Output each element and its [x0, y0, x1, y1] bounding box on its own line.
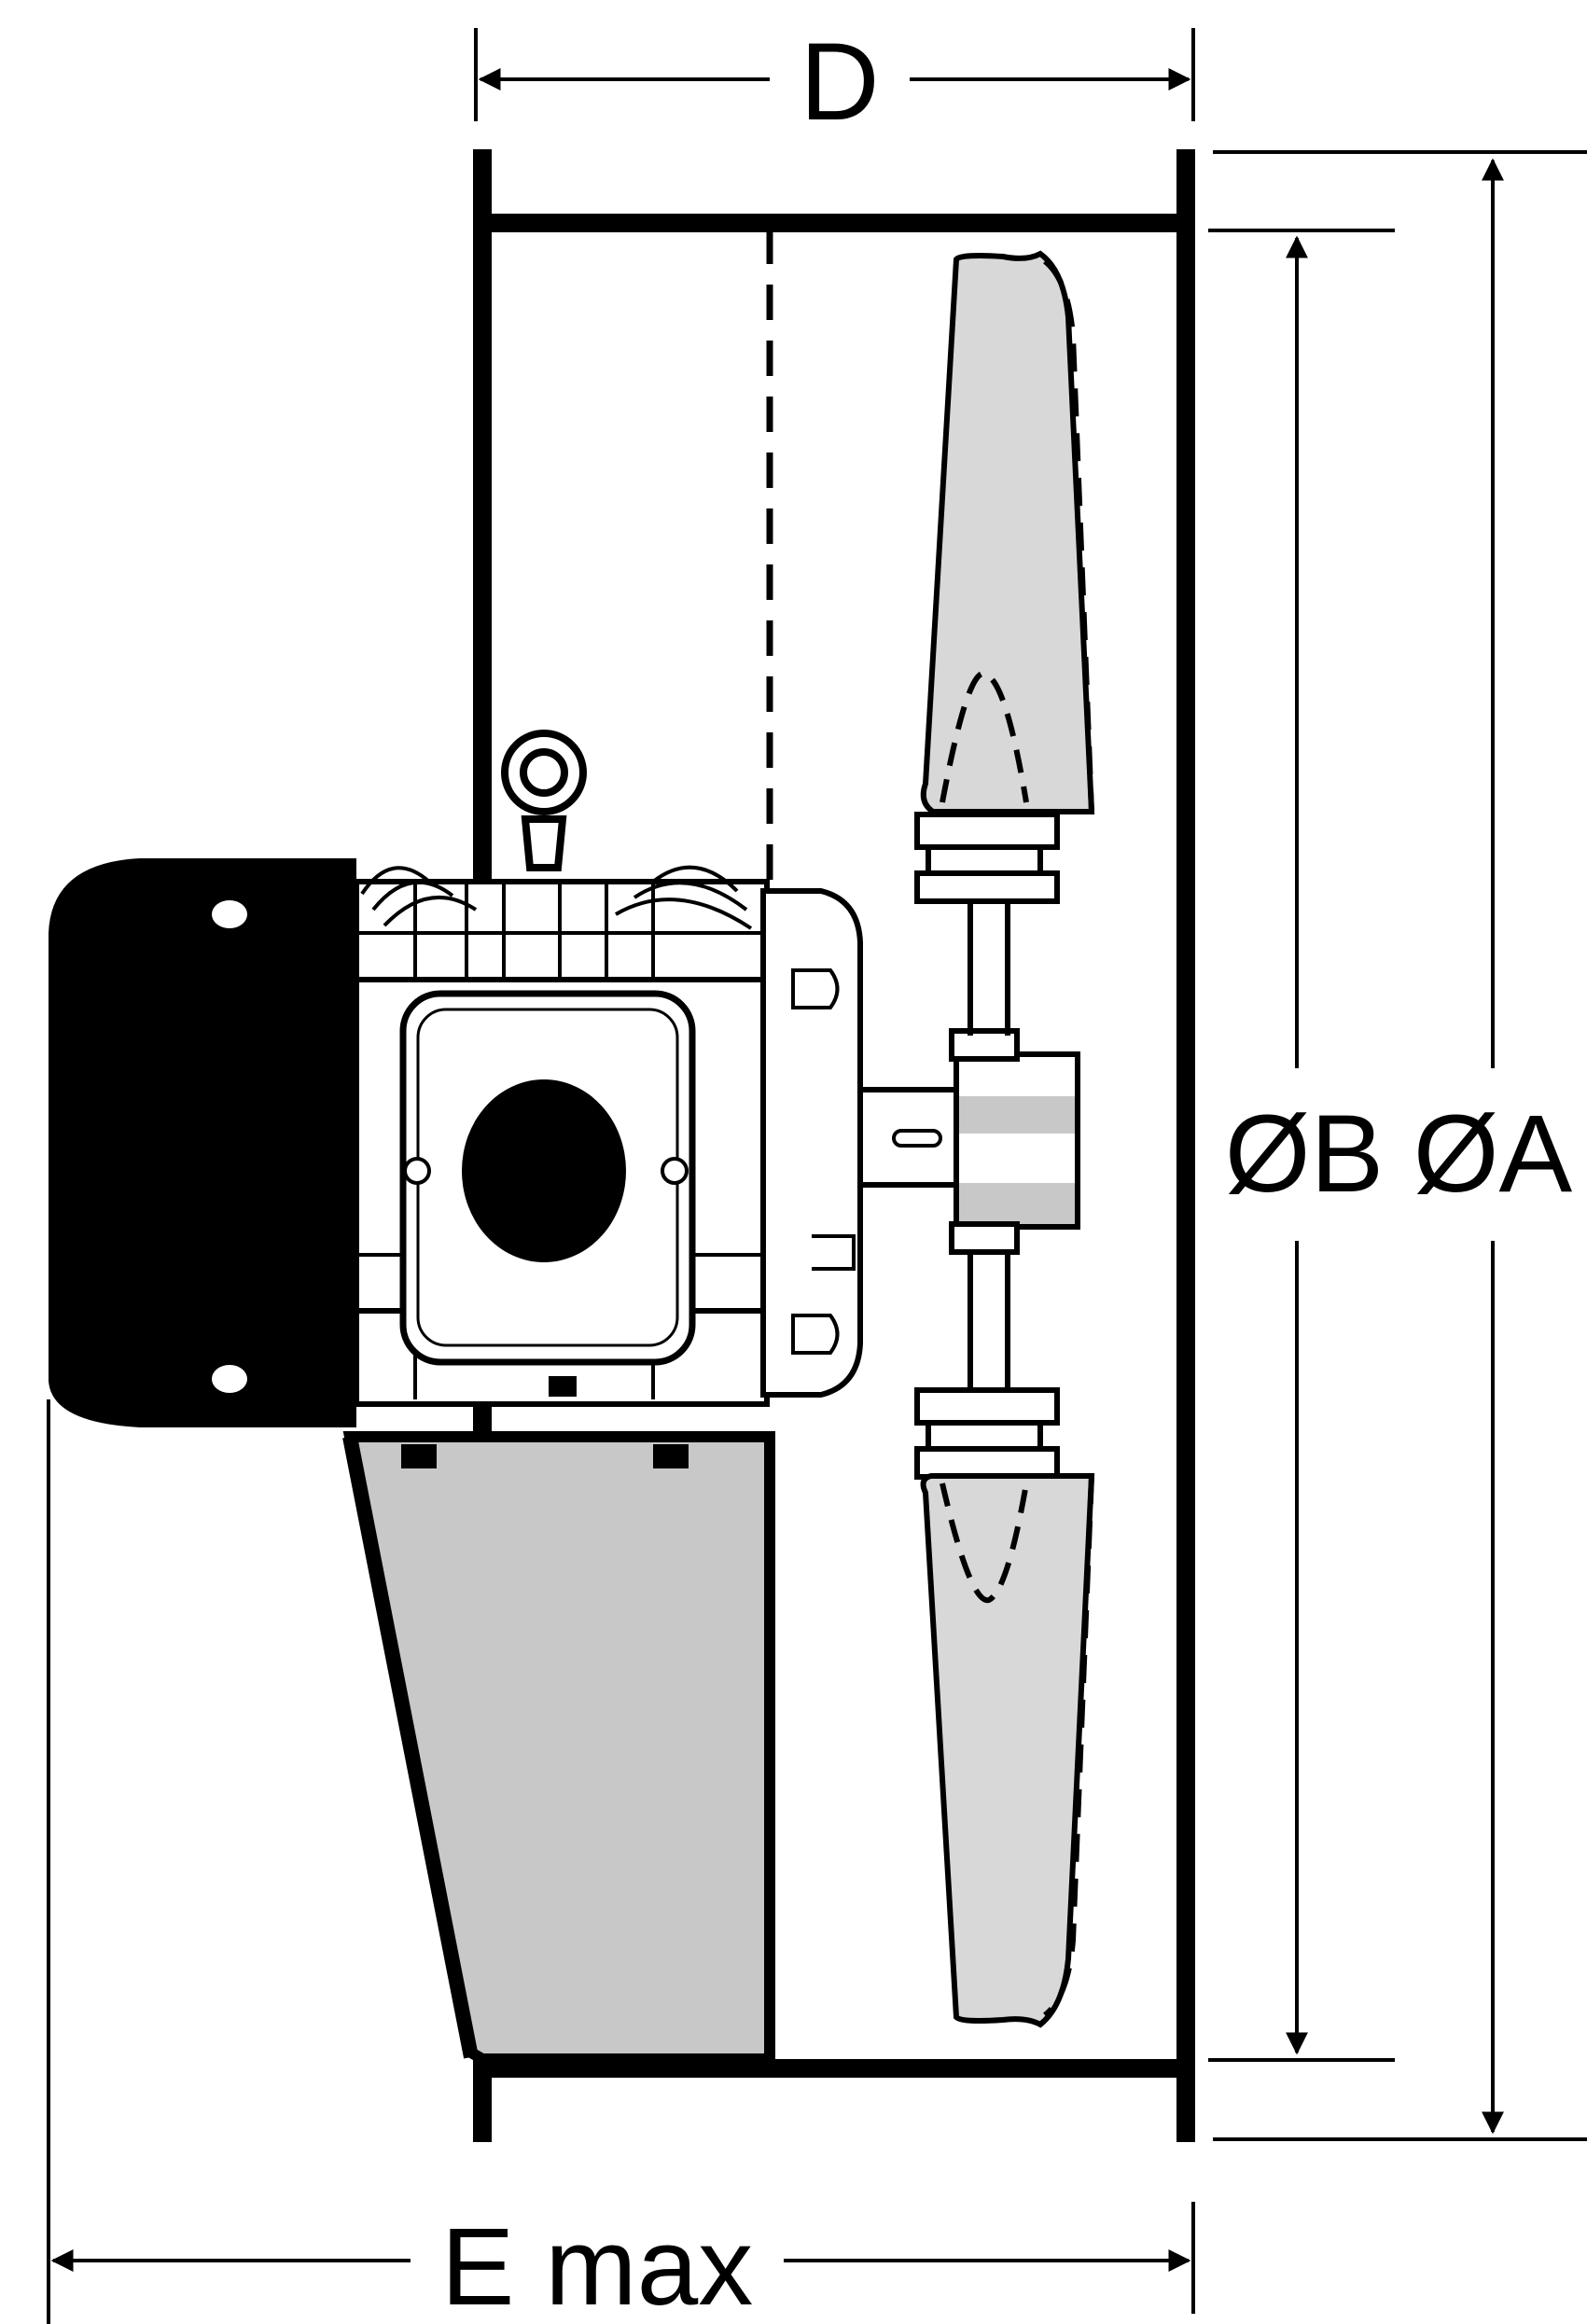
terminal-screw-right [661, 1157, 689, 1185]
lifting-eye-icon [501, 730, 587, 871]
terminal-screw-left [403, 1157, 431, 1185]
dimension-e [47, 1399, 1195, 2324]
dimension-label-e: E max [441, 2206, 753, 2324]
motor-fan-cowl [49, 858, 356, 1427]
dimension-a [1213, 150, 1587, 2141]
cable-gland-hole [462, 1079, 626, 1262]
cowl-hole-bottom [212, 1365, 247, 1393]
fan-blade-bottom [920, 1473, 1095, 2028]
dimension-label-b: ØB [1225, 1092, 1385, 1216]
dimension-b [1208, 229, 1395, 2062]
dimension-label-d: D [800, 21, 879, 144]
dimension-label-a: ØA [1413, 1092, 1573, 1216]
cowl-hole-top [212, 900, 247, 928]
fan-blade-icon [920, 250, 1095, 2028]
dimension-d [474, 28, 1195, 121]
electric-motor-icon [49, 730, 970, 1427]
fan-blade-top [920, 250, 1095, 814]
fan-hub [914, 812, 1080, 1480]
motor-bracket [342, 1431, 775, 2065]
